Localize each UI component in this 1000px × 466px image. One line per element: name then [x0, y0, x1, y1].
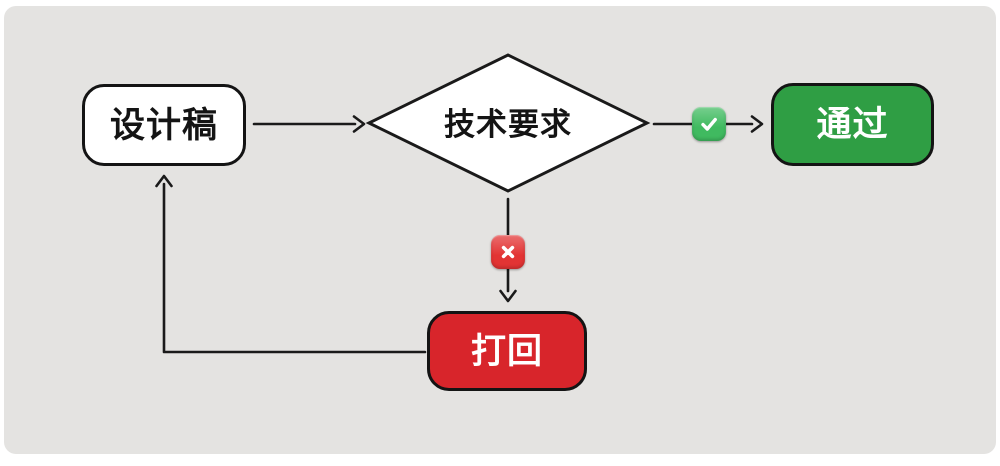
cross-icon: [491, 235, 525, 269]
node-decision-label-wrap: 技术要求: [408, 104, 608, 144]
checkmark-glyph: [701, 117, 717, 131]
connector-reject-to-design: [155, 174, 427, 354]
node-reject-label: 打回: [470, 331, 543, 371]
node-decision-label: 技术要求: [444, 106, 572, 142]
cross-glyph: [501, 245, 515, 259]
check-icon: [692, 107, 726, 141]
connector-design-to-decision: [252, 115, 366, 133]
node-pass-label: 通过: [816, 105, 889, 144]
node-design-draft-label: 设计稿: [109, 105, 218, 145]
flowchart-panel: 设计稿 技术要求 通过 打回: [4, 6, 996, 454]
node-reject: 打回: [427, 311, 587, 391]
node-design-draft: 设计稿: [82, 84, 246, 166]
node-pass: 通过: [771, 83, 934, 166]
